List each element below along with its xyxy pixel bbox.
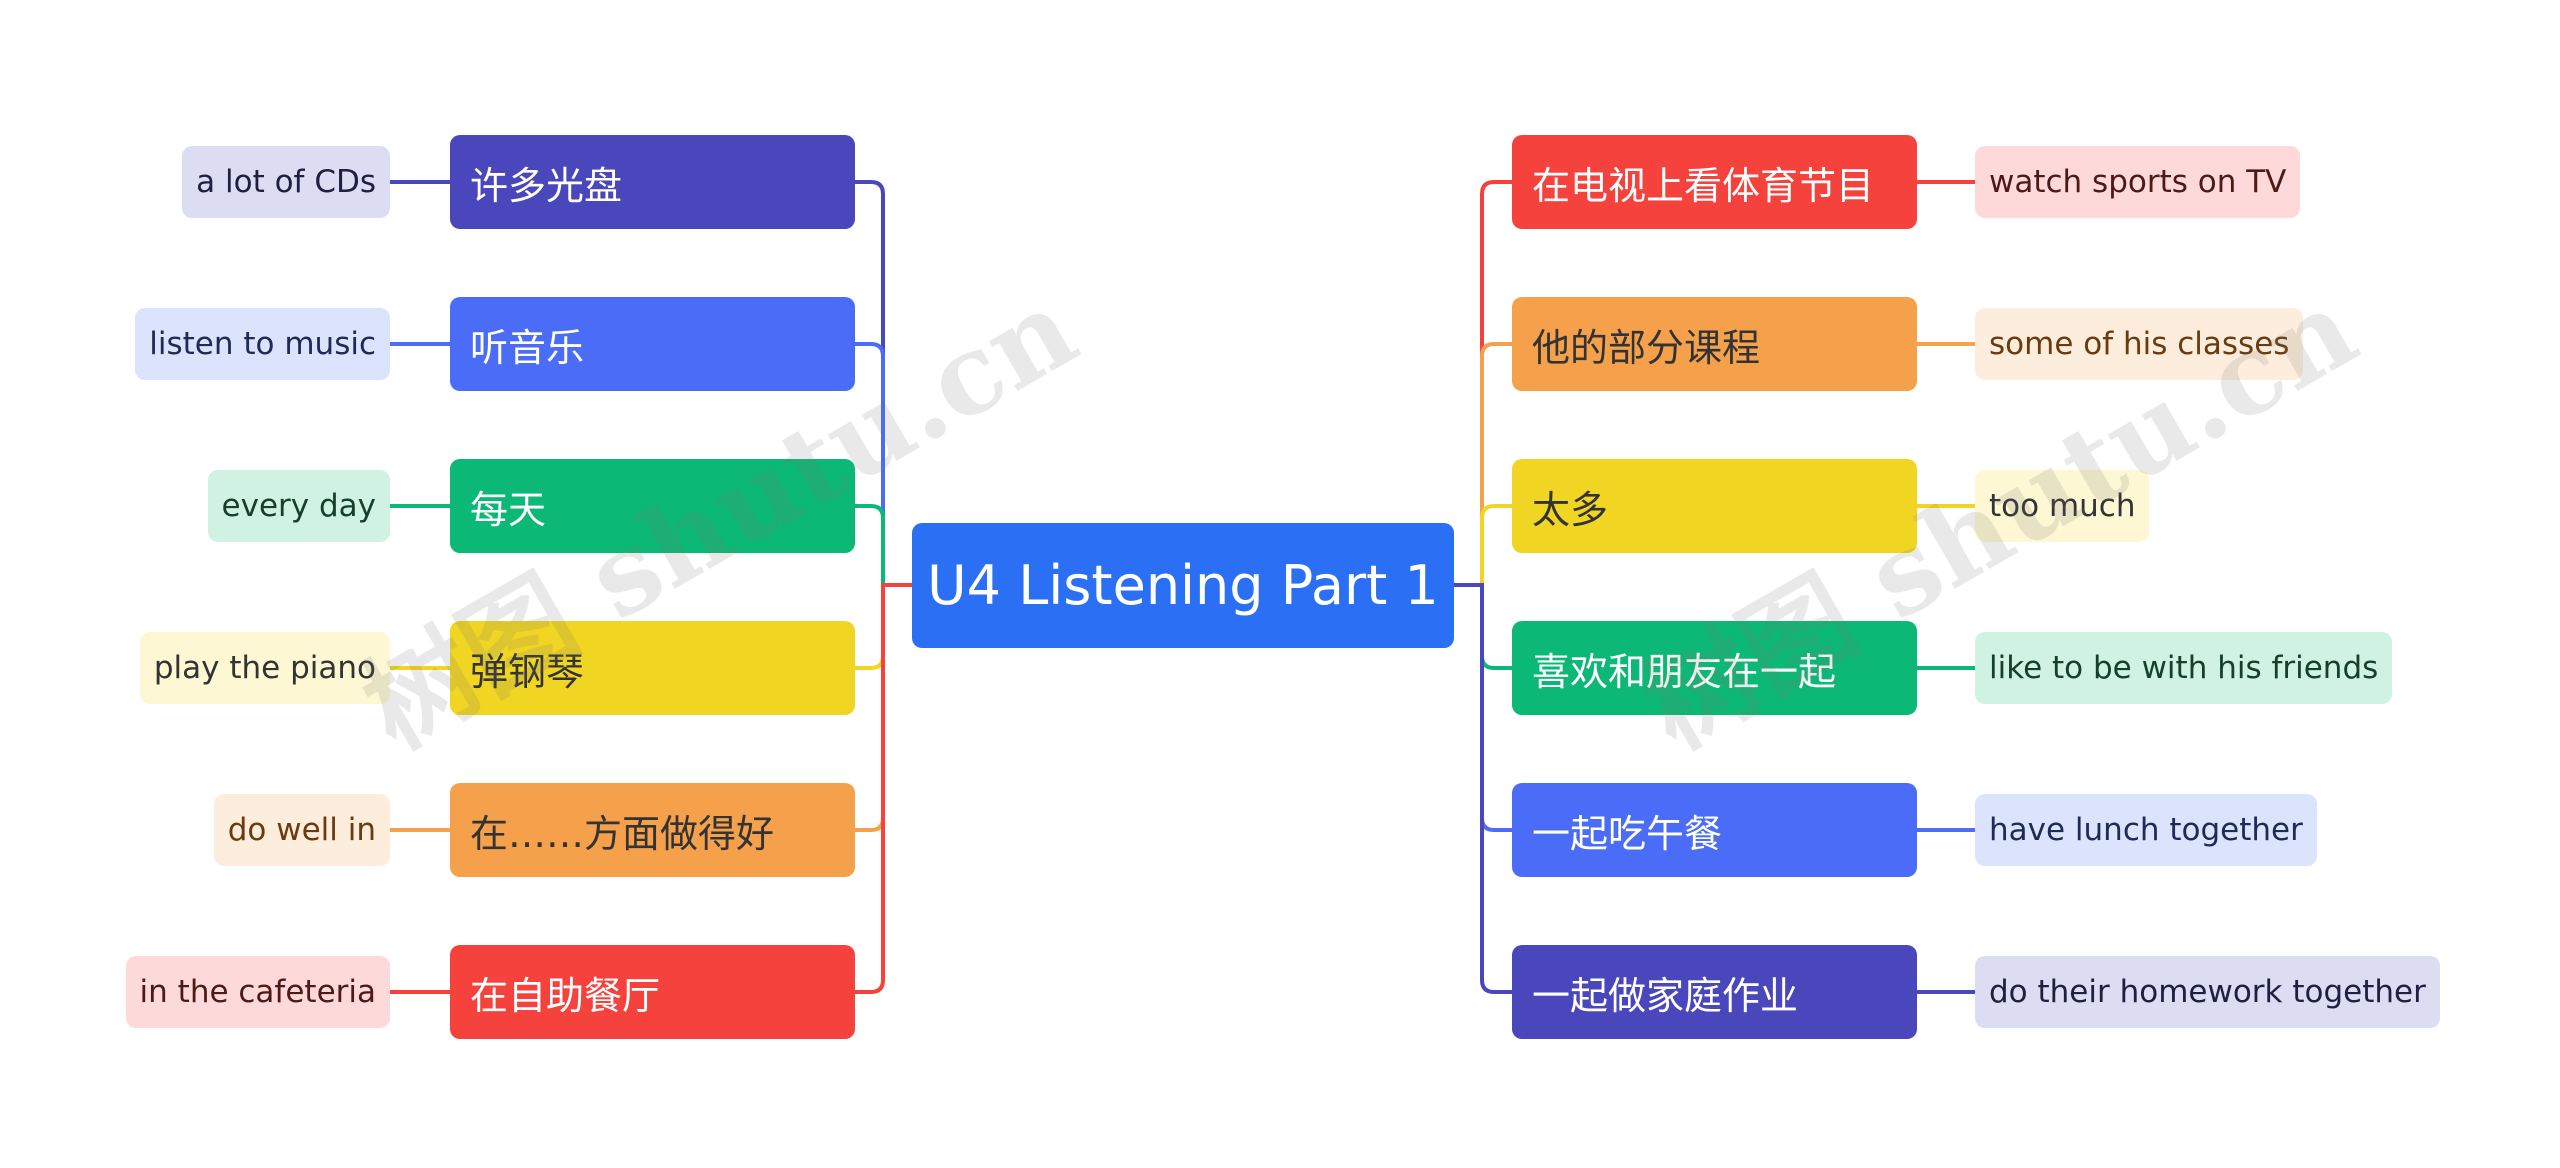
right-leaf-1[interactable]: watch sports on TV xyxy=(1975,146,2301,218)
root-to-right-branch-1 xyxy=(1452,180,1514,587)
branch-label: 在自助餐厅 xyxy=(470,973,661,1018)
left-branch-2[interactable]: 听音乐 xyxy=(450,297,855,391)
branch-label: 在电视上看体育节目 xyxy=(1532,163,1875,208)
right-branch-5[interactable]: 一起吃午餐 xyxy=(1512,783,1917,877)
root-to-right-branch-6 xyxy=(1452,583,1514,994)
right-branch-1[interactable]: 在电视上看体育节目 xyxy=(1512,135,1917,229)
branch-label: 听音乐 xyxy=(470,325,585,370)
leaf-label: some of his classes xyxy=(1989,326,2290,362)
leaf-label: like to be with his friends xyxy=(1989,650,2379,686)
root-to-left-branch-3 xyxy=(853,504,914,587)
branch-label: 在……方面做得好 xyxy=(470,811,775,856)
left-branch-3[interactable]: 每天 xyxy=(450,459,855,553)
branch-label: 喜欢和朋友在一起 xyxy=(1532,649,1837,694)
branch-label: 弹钢琴 xyxy=(470,649,585,694)
left-branch-1[interactable]: 许多光盘 xyxy=(450,135,855,229)
root-to-right-branch-3 xyxy=(1452,504,1514,587)
root-to-right-branch-2 xyxy=(1452,342,1514,587)
leaf-label: listen to music xyxy=(149,326,376,362)
root-to-left-branch-2 xyxy=(853,342,914,587)
leaf-label: have lunch together xyxy=(1989,812,2303,848)
left-branch-5[interactable]: 在……方面做得好 xyxy=(450,783,855,877)
left-leaf-1[interactable]: a lot of CDs xyxy=(182,146,390,218)
root-topic-label: U4 Listening Part 1 xyxy=(927,554,1439,617)
right-branch-3[interactable]: 太多 xyxy=(1512,459,1917,553)
right-branch-4[interactable]: 喜欢和朋友在一起 xyxy=(1512,621,1917,715)
root-topic[interactable]: U4 Listening Part 1 xyxy=(912,523,1454,648)
root-to-left-branch-1 xyxy=(853,180,914,587)
leaf-label: a lot of CDs xyxy=(196,164,376,200)
left-leaf-5[interactable]: do well in xyxy=(213,794,390,866)
branch-label: 他的部分课程 xyxy=(1532,325,1761,370)
leaf-label: do their homework together xyxy=(1989,974,2426,1010)
left-leaf-6[interactable]: in the cafeteria xyxy=(125,956,390,1028)
branch-label: 太多 xyxy=(1532,487,1609,532)
right-leaf-5[interactable]: have lunch together xyxy=(1975,794,2317,866)
leaf-label: in the cafeteria xyxy=(139,974,376,1010)
branch-label: 一起吃午餐 xyxy=(1532,811,1723,856)
branch-label: 每天 xyxy=(470,487,547,532)
branch-label: 许多光盘 xyxy=(470,163,623,208)
right-branch-2[interactable]: 他的部分课程 xyxy=(1512,297,1917,391)
left-leaf-3[interactable]: every day xyxy=(207,470,390,542)
right-leaf-3[interactable]: too much xyxy=(1975,470,2150,542)
leaf-label: every day xyxy=(221,488,376,524)
root-to-left-branch-6 xyxy=(853,583,914,994)
right-leaf-2[interactable]: some of his classes xyxy=(1975,308,2304,380)
left-branch-4[interactable]: 弹钢琴 xyxy=(450,621,855,715)
right-branch-6[interactable]: 一起做家庭作业 xyxy=(1512,945,1917,1039)
left-leaf-4[interactable]: play the piano xyxy=(139,632,390,704)
leaf-label: do well in xyxy=(227,812,376,848)
leaf-label: too much xyxy=(1989,488,2136,524)
leaf-label: play the piano xyxy=(153,650,376,686)
leaf-label: watch sports on TV xyxy=(1989,164,2287,200)
left-leaf-2[interactable]: listen to music xyxy=(135,308,390,380)
right-leaf-4[interactable]: like to be with his friends xyxy=(1975,632,2393,704)
branch-label: 一起做家庭作业 xyxy=(1532,973,1799,1018)
right-leaf-6[interactable]: do their homework together xyxy=(1975,956,2440,1028)
left-branch-6[interactable]: 在自助餐厅 xyxy=(450,945,855,1039)
